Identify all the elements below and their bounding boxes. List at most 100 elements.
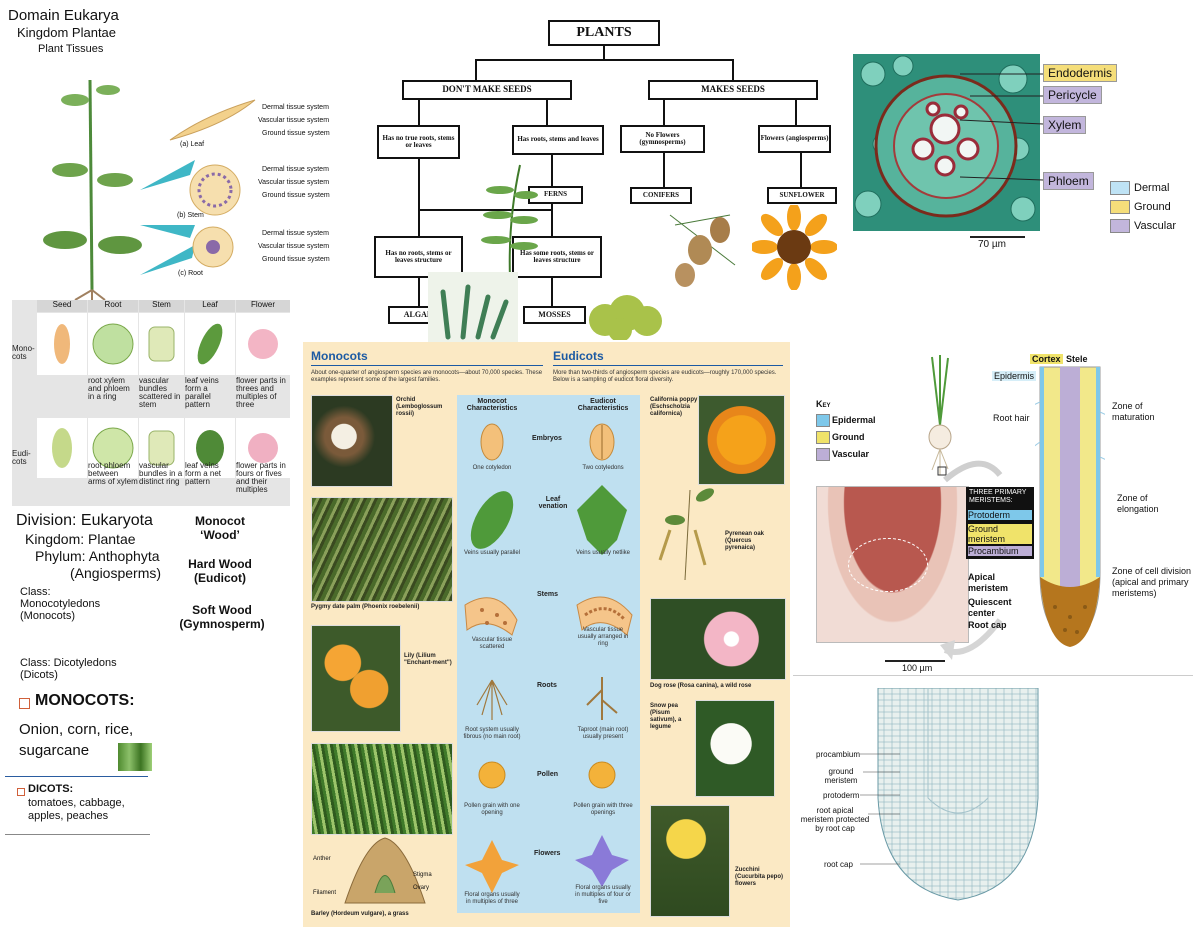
anther-label: Anther xyxy=(313,856,331,862)
connector xyxy=(663,100,665,125)
pericycle-label: Pericycle xyxy=(1043,86,1102,104)
mono-stem-cell: vascular bundles scattered in stem xyxy=(139,376,181,409)
header-leaf: Leaf xyxy=(185,300,235,312)
header-flower: Flower xyxy=(236,300,290,312)
flowers-label: Flowers xyxy=(534,850,561,857)
pollen-label: Pollen xyxy=(537,771,559,778)
apical-meristem-tip-label: root apical meristem protected by root c… xyxy=(800,806,870,833)
connector xyxy=(475,59,733,61)
connector xyxy=(551,278,553,306)
ring-tissue-label: Vascular tissue usually arranged in ring xyxy=(577,627,629,647)
phloem-label: Phloem xyxy=(1043,172,1094,190)
palm-photo xyxy=(311,497,453,602)
epidermal-swatch xyxy=(816,414,830,427)
soft-wood-label: Soft Wood (Gymnosperm) xyxy=(179,603,265,631)
tissue-diagrams xyxy=(169,99,256,268)
oak-image xyxy=(658,488,715,581)
stigma-label: Stigma xyxy=(413,872,432,878)
mono-root-cell: root xylem and phloem in a ring xyxy=(88,376,130,401)
monocots-heading: MONOCOTS: xyxy=(35,692,135,709)
scattered-tissue-label: Vascular tissue scattered xyxy=(471,637,513,650)
root-hair-label: Root hair xyxy=(993,413,1030,423)
stem-caption: (b) Stem xyxy=(177,212,204,219)
meristems-title: THREE PRIMARY MERISTEMS: xyxy=(969,489,1027,504)
algae-image xyxy=(428,272,518,342)
root-caption: (c) Root xyxy=(178,270,203,277)
vascular-key-label: Vascular xyxy=(832,449,870,459)
domain-title: Domain Eukarya xyxy=(8,7,119,24)
dont-make-seeds-box: DON'T MAKE SEEDS xyxy=(402,80,572,100)
connector xyxy=(418,159,420,236)
bullet-icon xyxy=(17,788,25,796)
xylem-label: Xylem xyxy=(1043,116,1087,134)
root-scale-label: 100 µm xyxy=(902,663,933,673)
taproot-label: Taproot (main root) usually present xyxy=(577,727,629,740)
zone-maturation-label: Zone of maturation xyxy=(1112,401,1155,422)
poppy-photo xyxy=(698,395,785,485)
eudi-stem-cell: vascular bundles in a distinct ring xyxy=(139,461,183,486)
header-root: Root xyxy=(88,300,138,312)
one-cotyledon-label: One cotyledon xyxy=(472,465,512,471)
palm-caption: Pygmy date palm (Phoenix roebelenii) xyxy=(311,604,420,610)
conifers-box: CONIFERS xyxy=(630,187,692,204)
plants-box: PLANTS xyxy=(548,20,660,46)
procambium-label: Procambium xyxy=(968,546,1032,556)
eudicots-title: Eudicots xyxy=(553,349,604,363)
rose-caption: Dog rose (Rosa canina), a wild rose xyxy=(650,683,752,689)
dermal-legend-label: Dermal xyxy=(1134,182,1170,194)
fibrous-root-label: Root system usually fibrous (no main roo… xyxy=(463,727,521,740)
filament-label: Filament xyxy=(313,890,337,896)
tip-leader-lines xyxy=(860,753,900,865)
conifer-cones-image xyxy=(669,214,736,287)
connector xyxy=(663,153,665,187)
seed-comparison-table: Seed Root Stem Leaf Flower Mono-cots Eud… xyxy=(12,300,290,506)
divider xyxy=(311,365,543,366)
row-label-eudicots: Eudi-cots xyxy=(12,449,31,466)
zone-division-label: Zone of cell division (apical and primar… xyxy=(1112,566,1192,598)
barley-flower-diagram xyxy=(344,837,426,904)
row-label-monocots: Mono-cots xyxy=(12,344,35,361)
kingdom-title: Kingdom Plantae xyxy=(17,25,117,40)
sunflower-box: SUNFLOWER xyxy=(767,187,837,204)
division-label: Division: Eukaryota xyxy=(16,512,153,529)
stem-label-dermal: Dermal tissue system xyxy=(262,166,329,173)
dermal-swatch xyxy=(1110,181,1130,195)
ground-swatch xyxy=(1110,200,1130,214)
lily-photo xyxy=(311,625,401,732)
lily-caption: Lily (Lilium "Enchant-ment") xyxy=(404,653,452,666)
zucchini-caption: Zucchini (Cucurbita pepo) flowers xyxy=(735,867,783,887)
root-tip-drawing xyxy=(877,688,1039,901)
no-true-roots-box: Has no true roots, stems or leaves xyxy=(377,125,460,159)
characteristic-illustrations xyxy=(464,423,633,893)
vascular-legend-label: Vascular xyxy=(1134,220,1176,232)
connector xyxy=(418,100,420,125)
apical-meristem-label: Apical meristem xyxy=(968,572,1009,593)
divider xyxy=(5,834,150,835)
scale-bar xyxy=(970,236,1025,238)
roots-label: Roots xyxy=(537,682,557,689)
key-title: Key xyxy=(816,399,831,409)
quiescent-center-outline xyxy=(848,538,928,592)
procambium-tip-label: procambium xyxy=(816,750,861,759)
netlike-veins-label: Veins usually netlike xyxy=(575,550,631,556)
parallel-veins-label: Veins usually parallel xyxy=(463,550,521,556)
header-seed: Seed xyxy=(37,300,87,312)
rose-photo xyxy=(650,598,786,680)
plant-illustration xyxy=(43,79,195,300)
zucchini-photo xyxy=(650,805,730,917)
oak-caption: Pyrenean oak (Quercus pyrenaica) xyxy=(725,531,765,551)
connector xyxy=(800,153,802,187)
no-roots-structure-box: Has no roots, stems or leaves structure xyxy=(374,236,463,278)
embryos-label: Embryos xyxy=(532,435,562,442)
characteristics-column xyxy=(457,395,640,913)
stem-label-vascular: Vascular tissue system xyxy=(258,179,330,186)
connector xyxy=(546,100,548,125)
divider xyxy=(553,365,783,366)
dicots-heading: DICOTS: xyxy=(28,783,74,795)
epidermal-key-label: Epidermal xyxy=(832,415,876,425)
moss-image xyxy=(589,295,662,340)
barley-photo xyxy=(311,743,453,835)
protoderm-tip-label: protoderm xyxy=(823,791,860,800)
zoom-arrows xyxy=(940,460,1003,660)
root-cross-section-micrograph xyxy=(853,54,1040,231)
